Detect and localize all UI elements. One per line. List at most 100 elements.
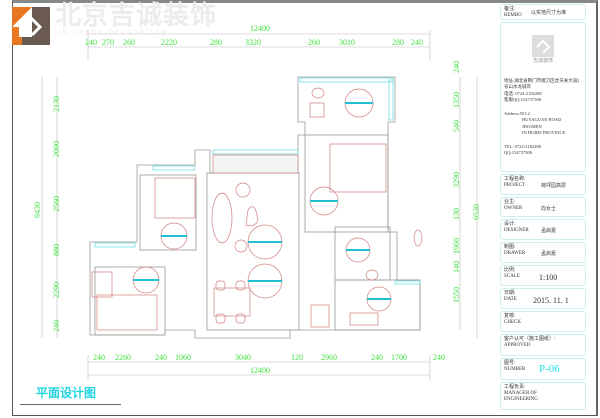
dim-bottom: 1060 <box>175 353 191 362</box>
plan-line <box>304 134 389 233</box>
room-label-markers <box>132 88 392 312</box>
dim-bottom: 240 <box>93 353 105 362</box>
dim-top: 3320 <box>245 38 261 47</box>
dim-top: 270 <box>102 38 114 47</box>
number-box: 图号:NUMBER P-06 <box>500 358 586 380</box>
dim-right: 3290 <box>452 172 461 188</box>
basin <box>365 269 379 281</box>
dim-left: 2130 <box>52 96 61 112</box>
furniture <box>91 87 423 331</box>
dim-left: 2290 <box>52 282 61 298</box>
dim-bottom: 240 <box>155 353 167 362</box>
dim-top: 280 <box>392 38 404 47</box>
plan-line <box>94 266 166 336</box>
title-underline <box>20 404 121 406</box>
dim-right: 540 <box>452 120 461 132</box>
company-logo-icon <box>12 7 50 45</box>
dimension-lines <box>41 30 478 380</box>
check-label: 复核: <box>504 314 516 319</box>
master-bed <box>329 143 387 193</box>
brand-name: 北京吉诚装饰 <box>55 1 218 31</box>
scale-box: 比例:SCALE 1:100 <box>500 265 586 286</box>
dim-bottom: 2260 <box>115 353 131 362</box>
brand-subtitle: JIN CHENG DECORATION <box>55 29 169 36</box>
manager-label-en: MANAGER OF <box>504 391 537 396</box>
plan-line <box>388 79 394 121</box>
drawer-label: 制图: <box>504 245 516 250</box>
designer-value: 孟启嘉 <box>541 229 557 234</box>
designer-label-en: DESIGNER <box>504 228 529 233</box>
title-block: 备注: REMBO 以实地尺寸为准 吉诚装饰 地址:湖北省荆门市掇刀区虎牙关大道… <box>500 4 586 412</box>
project-value: 荷坪园高层 <box>541 184 567 189</box>
dining-chair <box>215 313 226 324</box>
plan-line <box>536 39 551 54</box>
scale-label: 比例: <box>504 268 516 273</box>
drawing-title: 平面设计图 <box>36 386 97 400</box>
dim-top-total: 12400 <box>250 24 270 33</box>
windows <box>94 77 421 285</box>
scale-value: 1:100 <box>539 273 558 282</box>
dim-left: 2560 <box>52 196 61 212</box>
plan-line <box>12 37 50 45</box>
manager-label: 工程负责: <box>504 385 526 390</box>
plan-line <box>299 77 394 83</box>
plan-line <box>394 280 421 285</box>
side-table <box>234 239 248 253</box>
project-label: 工程名称: <box>504 177 526 182</box>
approved-label-en: APPROVED <box>504 343 531 348</box>
sink <box>309 102 325 118</box>
coffee-table <box>245 206 259 227</box>
plan-line <box>212 149 299 155</box>
qq-en: QQ:154737506 <box>504 150 532 155</box>
number-label: 图号: <box>504 361 516 366</box>
fridge <box>310 304 330 328</box>
dining-chair <box>215 280 226 291</box>
owner-label: 业主: <box>504 200 516 205</box>
dim-top: 280 <box>210 38 222 47</box>
company-info-box: 吉诚装饰 地址:湖北省荆门市掇刀区虎牙关大道2号山水龙城岸 电话: 0724-2… <box>500 22 586 172</box>
check-box: 复核:CHECK <box>500 311 586 332</box>
phone-cn: 电话: 0724-2182288 <box>504 90 542 96</box>
designer-box: 设计:DESIGNER 孟启嘉 <box>500 219 586 240</box>
plan-line <box>94 242 136 248</box>
remark-box: 备注: REMBO 以实地尺寸为准 <box>500 4 586 20</box>
drawer-value: 孟启嘉 <box>541 252 557 257</box>
address-en-1: HUYAGUAN ROAD JINGMEN <box>522 117 562 129</box>
desk <box>91 271 113 298</box>
drawing-number: P-06 <box>539 363 560 375</box>
dim-bottom: 240 <box>433 353 445 362</box>
company-logo-text: 吉诚装饰 <box>532 59 553 64</box>
bed <box>154 177 196 219</box>
planter <box>212 154 299 174</box>
company-logo: 吉诚装饰 <box>504 35 582 66</box>
manager-label-en2: ENGINEERING <box>504 397 538 402</box>
dim-bottom: 1700 <box>391 353 407 362</box>
designer-label: 设计: <box>504 222 516 227</box>
address-cn: 地址:湖北省荆门市掇刀区虎牙关大道2号山水龙城岸 <box>504 77 580 90</box>
plan-line <box>20 16 43 37</box>
dim-top: 2220 <box>161 38 177 47</box>
remark-value: 以实地尺寸为准 <box>531 11 567 16</box>
armchair <box>235 182 251 198</box>
tel-en: TEL: 0724-2182288 <box>504 143 541 149</box>
plan-line <box>206 172 300 331</box>
address-en-2: IN HUBEI PROVINCE <box>522 130 566 135</box>
dim-right: 240 <box>452 61 461 73</box>
plan-line <box>12 37 22 45</box>
dim-top: 260 <box>308 38 320 47</box>
drawer-label-en: DRAWER <box>504 251 526 256</box>
toilet <box>311 87 325 99</box>
dim-left: 240 <box>52 320 61 332</box>
dining-chair <box>235 313 246 324</box>
qq-cn: 客服QQ:154737506 <box>504 97 541 102</box>
dim-top: 240 <box>411 38 423 47</box>
scale-label-en: SCALE <box>504 274 520 279</box>
sofa <box>211 192 233 244</box>
company-logo-icon <box>532 35 554 57</box>
dim-bottom: 120 <box>291 353 303 362</box>
approved-label: 客户认可（施工图纸）: <box>504 337 556 342</box>
address-en-label: Address:NO.2 <box>504 110 530 116</box>
number-label-en: NUMBER <box>504 367 526 372</box>
